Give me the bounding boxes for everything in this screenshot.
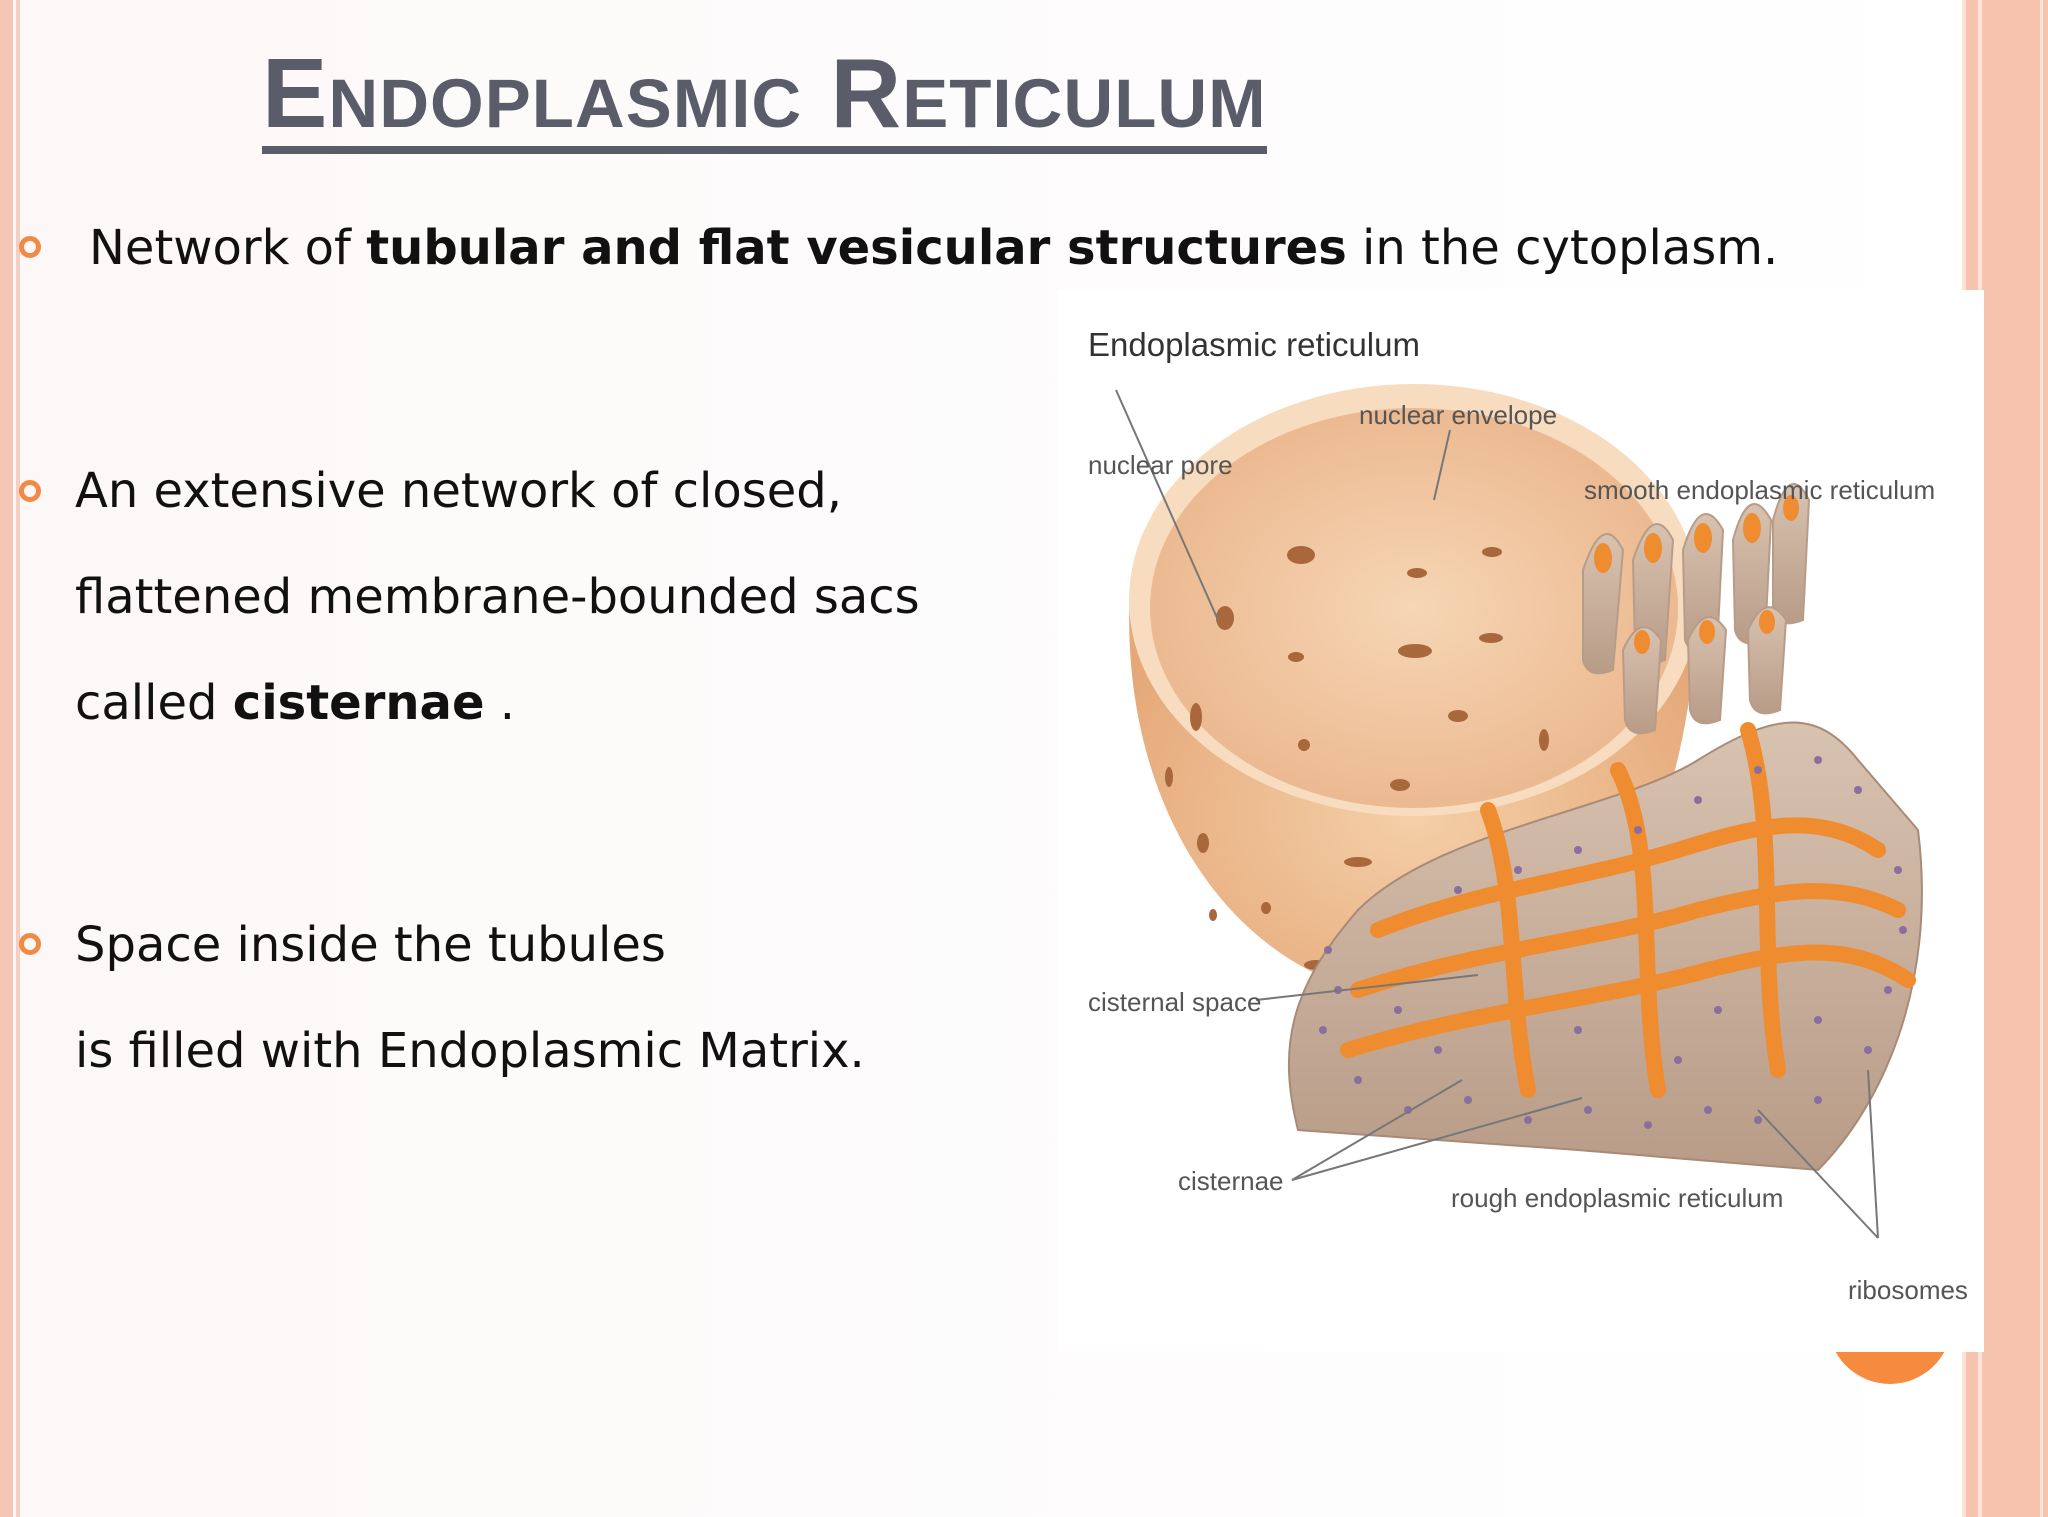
right-band-line [2040, 0, 2043, 1517]
bullet-marker-icon [19, 236, 41, 258]
figure-title: Endoplasmic reticulum [1088, 326, 1420, 363]
label-rough-er: rough endoplasmic reticulum [1451, 1183, 1784, 1213]
slide-title: Endoplasmic Reticulum [262, 44, 1267, 154]
bullet-1-text-part: Network of [89, 220, 367, 276]
bullet-3-line-1: Space inside the tubules [75, 917, 666, 973]
nucleus-shape [1129, 384, 1699, 1001]
bullet-2-text-part: called [75, 675, 233, 731]
label-smooth-er: smooth endoplasmic reticulum [1584, 475, 1936, 505]
left-border-stripe [0, 0, 13, 1517]
rough-er-stack [1287, 721, 1923, 1172]
label-cisternal-space: cisternal space [1088, 987, 1262, 1017]
bullet-marker-icon [19, 480, 41, 502]
er-illustration: Endoplasmic reticulum [1058, 290, 1984, 1352]
bullet-1-bold-phrase: tubular and flat vesicular structures [366, 220, 1347, 276]
label-nuclear-pore: nuclear pore [1088, 450, 1233, 480]
bullet-2-line-1: An extensive network of closed, [75, 463, 842, 519]
bullet-2-text-part: . [484, 675, 516, 731]
bullet-2-line-3: called cisternae . [75, 679, 515, 727]
left-border-line [16, 0, 20, 1517]
er-diagram-svg [1115, 384, 1923, 1239]
bullet-1-text: Network of tubular and flat vesicular st… [89, 224, 1778, 272]
label-ribosomes: ribosomes [1848, 1275, 1968, 1305]
bullet-2-line-2: flattened membrane-bounded sacs [75, 569, 920, 625]
bullet-marker-icon [19, 933, 41, 955]
label-cisternae: cisternae [1178, 1166, 1284, 1196]
bullet-2-bold-term: cisternae [232, 675, 485, 731]
label-leader-lines [1115, 389, 1879, 1239]
label-nuclear-envelope: nuclear envelope [1359, 400, 1558, 430]
bullet-3-line-2: is filled with Endoplasmic Matrix. [75, 1023, 865, 1079]
bullet-1-text-part: in the cytoplasm. [1346, 220, 1779, 276]
smooth-er-tubules [1582, 483, 1811, 735]
